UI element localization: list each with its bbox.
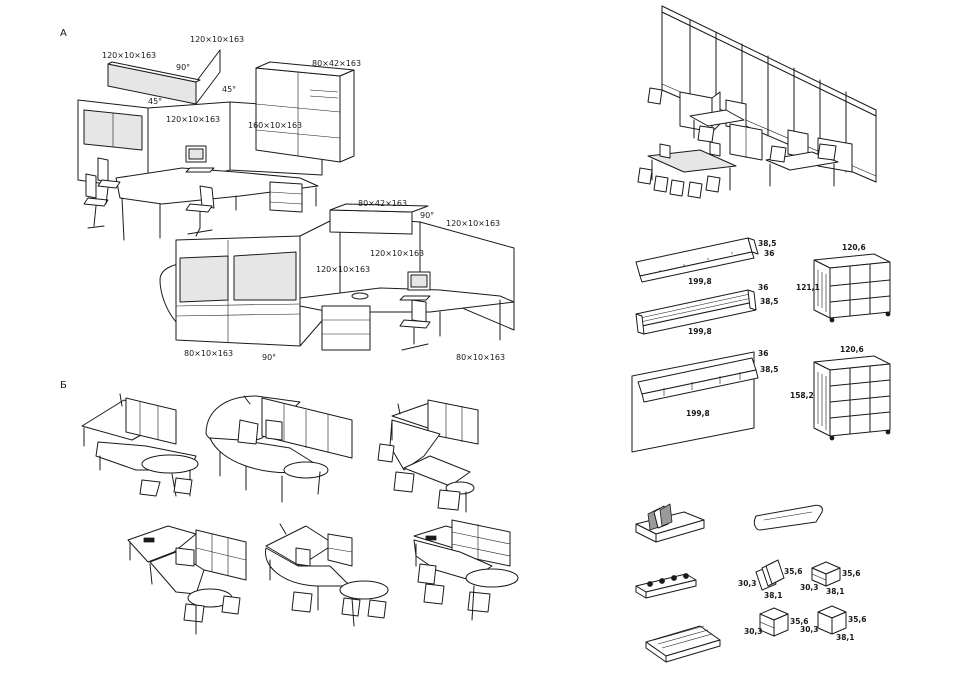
- desk-pedestal-b: [321, 305, 371, 351]
- dim-angle-right: 45°: [222, 85, 236, 94]
- shelf2-depth: 38,5: [760, 297, 779, 306]
- keyboard-b: [399, 295, 431, 301]
- dim-cabinet-mid: 80×42×163: [358, 199, 407, 208]
- box3-height: 35,6: [790, 617, 809, 626]
- shelf3-width: 199,8: [686, 409, 710, 418]
- layout-variant-6: [413, 519, 519, 621]
- chair-b1: [399, 299, 431, 351]
- cabinet-mid: [329, 209, 413, 235]
- layout-variant-3: [377, 399, 479, 513]
- dim-right-panel: 120×10×163: [446, 219, 500, 228]
- layout-variant-1: [81, 393, 199, 497]
- box1-width: 30,3: [738, 579, 757, 588]
- meeting-chairs: [637, 141, 721, 199]
- shelf3-depth: 38,5: [760, 365, 779, 374]
- organizer-strip: [635, 573, 697, 599]
- dim-cabinet-top: 80×42×163: [312, 59, 361, 68]
- shelf2-height: 36: [758, 283, 768, 292]
- shelf3-height: 36: [758, 349, 768, 358]
- box3-width: 30,3: [744, 627, 763, 636]
- letter-tray: [645, 625, 721, 663]
- rack1-height: 121,1: [796, 283, 820, 292]
- dim-angle-left: 45°: [148, 97, 162, 106]
- dim-top-panel-left: 120×10×163: [102, 51, 156, 60]
- section-label-a: А: [60, 28, 67, 39]
- chair-a3: [185, 185, 215, 237]
- file-tray: [635, 503, 705, 543]
- rack-2: 120,6 158,2: [790, 345, 891, 441]
- magazine-holder-1: 30,3 35,6 38,1: [738, 559, 803, 600]
- room-perspective-scene: [637, 5, 877, 199]
- section-label-b: Б: [60, 380, 67, 391]
- desk-pedestal-a: [269, 181, 303, 213]
- box4-width: 30,3: [800, 625, 819, 634]
- panel-front-glass-2: [233, 251, 297, 301]
- shelf-1: 38,5 36 199,8: [635, 237, 777, 286]
- drawer-box-2: 30,3 35,6 38,1: [800, 561, 861, 596]
- layout-variant-5: [265, 523, 389, 627]
- dim-bottom-right: 80×10×163: [456, 353, 505, 362]
- drawer-box-3: 30,3 35,6: [744, 607, 809, 637]
- dim-angle-mid: 90°: [420, 211, 434, 220]
- panel-top-edge: [107, 61, 201, 83]
- chair-a2: [97, 157, 121, 205]
- section-b-layout-variants: Б: [60, 380, 519, 635]
- rack1-width: 120,6: [842, 243, 866, 252]
- phone-b: [351, 292, 369, 300]
- box4-depth: 38,1: [836, 633, 855, 642]
- dim-center-panel-2: 120×10×163: [370, 249, 424, 258]
- box1-height: 35,6: [784, 567, 803, 576]
- dim-inner-left: 120×10×163: [166, 115, 220, 124]
- shelf-2: 36 38,5 199,8: [635, 283, 779, 336]
- dim-center-panel-1: 120×10×163: [316, 265, 370, 274]
- desk-accessories: 30,3 35,6 38,1 30,3 35,6 38,1: [635, 503, 867, 663]
- wall-shelves: 38,5 36 199,8 36 38,5 199,8 36 38,5: [631, 237, 779, 453]
- chair-a1: [83, 173, 109, 229]
- rack2-width: 120,6: [840, 345, 864, 354]
- dim-bottom-left: 80×10×163: [184, 349, 233, 358]
- box4-height: 35,6: [848, 615, 867, 624]
- layout-variant-2: [205, 395, 353, 503]
- dim-inner-right: 160×10×163: [248, 121, 302, 130]
- dim-top-panel: 120×10×163: [190, 35, 244, 44]
- panel-top-angled: [195, 49, 221, 105]
- cabinet-top-side: [339, 69, 355, 163]
- cubby-racks: 120,6 121,1 120,6 158,2: [790, 243, 891, 441]
- monitor-a-screen: [188, 148, 204, 160]
- shelf1-depth: 36: [764, 249, 774, 258]
- shelf1-width: 199,8: [688, 277, 712, 286]
- dim-angle-bottom: 90°: [262, 353, 276, 362]
- panel-front-glass-1: [179, 255, 229, 303]
- keyboard-a: [185, 167, 215, 173]
- section-a-workstation-cluster: А: [60, 28, 515, 362]
- box2-height: 35,6: [842, 569, 861, 578]
- box2-depth: 38,1: [826, 587, 845, 596]
- layout-variant-4: [127, 525, 247, 635]
- shelf2-width: 199,8: [688, 327, 712, 336]
- box2-width: 30,3: [800, 583, 819, 592]
- rack2-height: 158,2: [790, 391, 814, 400]
- cube-box-4: 30,3 35,6 38,1: [800, 605, 867, 642]
- box1-depth: 38,1: [764, 591, 783, 600]
- shelf1-height: 38,5: [758, 239, 777, 248]
- shelf-3: 36 38,5 199,8: [631, 349, 779, 453]
- pen-tray: [753, 504, 823, 531]
- rack-1: 120,6 121,1: [796, 243, 891, 323]
- dim-angle-top: 90°: [176, 63, 190, 72]
- monitor-b-screen: [410, 274, 428, 288]
- cabinet-mid-lid: [329, 203, 429, 213]
